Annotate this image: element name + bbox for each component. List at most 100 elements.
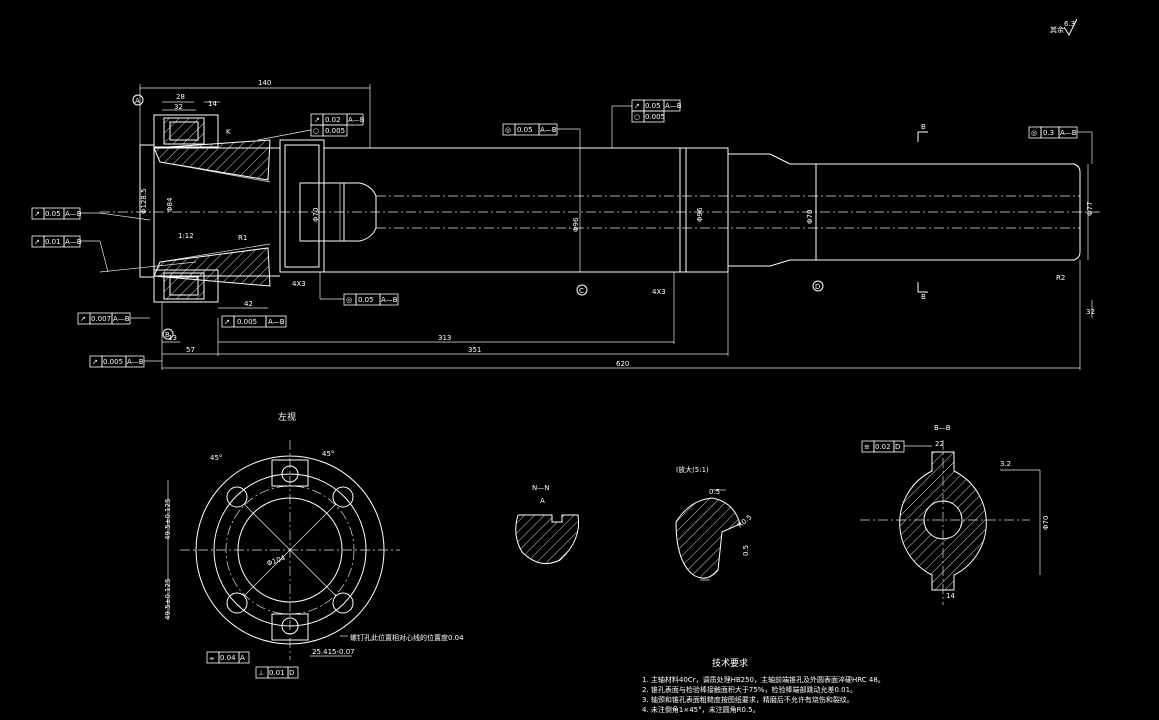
detail-dim-05b: 0.5 xyxy=(742,545,750,556)
left-view: 左视 45° 45° 49.5±0.125 49.5±0.125 Φ104 25… xyxy=(164,411,464,679)
svg-text:◎: ◎ xyxy=(1031,129,1037,137)
corner-note-value: 6.3 xyxy=(1064,20,1075,28)
dim-taper: 1:12 xyxy=(178,232,194,240)
svg-text:○: ○ xyxy=(313,127,319,135)
fcf7-value: 0.01 xyxy=(45,238,61,246)
tech-line-2: 2. 锥孔表面与检验棒接触面积大于75%，检验棒端部跳动允差0.01。 xyxy=(642,685,857,694)
dim-32-right: 32 xyxy=(1086,308,1095,316)
fcf10-value: 0.005 xyxy=(237,318,257,326)
dim-phi-end: Φ77 xyxy=(1086,202,1094,216)
corner-note-text: 其余 xyxy=(1050,25,1064,34)
fcf13-datum: D xyxy=(289,669,294,677)
dim-14: 14 xyxy=(208,100,217,108)
fcf6-value: 0.05 xyxy=(45,210,61,218)
bb-dim-phi: Φ70 xyxy=(1042,516,1050,530)
tolerance-frames: ↗ 0.02 A—B ○ 0.005 ◎ 0.05 A—B ↗ 0.05 A—B… xyxy=(31,99,1093,368)
detail-r05: R0.5 xyxy=(736,513,753,529)
fcf11-value: 0.05 xyxy=(358,296,374,304)
dim-phi-inner: Φ84 xyxy=(166,197,174,212)
marker-c: C xyxy=(579,287,584,295)
datum-b-marker: B xyxy=(165,331,170,339)
section-bb: B—B 22 14 3.2 Φ70 ≡ 0.02 D xyxy=(860,424,1050,605)
fcf1-datum: A—B xyxy=(348,116,365,124)
dim-r1: R1 xyxy=(238,234,247,242)
fcf14-value: 0.02 xyxy=(875,443,891,451)
bb-dim-32: 3.2 xyxy=(1000,460,1011,468)
fcf8-value: 0.007 xyxy=(91,315,111,323)
corner-roughness-note: 其余 6.3 xyxy=(1050,18,1078,37)
dim-25-415: 25.415-0.07 xyxy=(312,648,355,656)
detail-title: I放大(5:1) xyxy=(676,465,709,474)
detail-view: I放大(5:1) 0.5 0.5 R0.5 xyxy=(675,465,754,581)
svg-text:↗: ↗ xyxy=(92,358,98,366)
dim-phi-c: Φ96 xyxy=(696,207,704,222)
dim-313: 313 xyxy=(438,334,451,342)
dim-chamfer-r2: R2 xyxy=(1056,274,1065,282)
dim-phi-mid: Φ70 xyxy=(312,208,320,222)
section-nn-title: N—N xyxy=(532,484,549,492)
fcf1-value: 0.02 xyxy=(325,116,341,124)
taper-section-top xyxy=(153,139,271,181)
fcf11-datum: A—B xyxy=(381,296,398,304)
tech-title: 技术要求 xyxy=(712,657,748,669)
fcf9-value: 0.005 xyxy=(103,358,123,366)
fcf4-circularity: 0.005 xyxy=(645,113,665,121)
svg-text:⌯: ⌯ xyxy=(209,654,215,662)
detail-dim-05a: 0.5 xyxy=(709,488,720,496)
dim-140: 140 xyxy=(258,79,271,87)
label-k: K xyxy=(226,128,231,136)
svg-text:◎: ◎ xyxy=(505,126,511,134)
svg-text:↗: ↗ xyxy=(314,116,320,124)
bb-dim-14: 14 xyxy=(946,592,955,600)
fcf10-datum: A—B xyxy=(268,318,285,326)
fcf13-value: 0.01 xyxy=(269,669,285,677)
left-view-title: 左视 xyxy=(278,411,296,423)
bb-dim-22: 22 xyxy=(935,440,944,448)
technical-requirements: 技术要求 1. 主轴材料40Cr，调质处理HB250，主轴前端锥孔及外圆表面淬硬… xyxy=(642,657,885,714)
cut-mark-b-bottom: B xyxy=(921,293,926,301)
svg-text:≡: ≡ xyxy=(864,443,870,451)
angle-45-right: 45° xyxy=(322,450,334,458)
fcf7-datum: A—B xyxy=(65,238,82,246)
dim-32: 32 xyxy=(174,103,183,111)
angle-45-left: 45° xyxy=(210,454,222,462)
tech-line-1: 1. 主轴材料40Cr，调质处理HB250，主轴前端锥孔及外圆表面淬硬HRC 4… xyxy=(642,675,885,684)
tech-line-3: 3. 轴颈和锥孔表面粗糙度按图纸要求，精磨后不允许有烧伤和裂纹。 xyxy=(642,695,854,704)
svg-text:⊥: ⊥ xyxy=(258,669,264,677)
fcf14-datum: D xyxy=(895,443,900,451)
fcf4-value: 0.05 xyxy=(645,102,661,110)
svg-text:↗: ↗ xyxy=(34,210,40,218)
fcf2-value: 0.005 xyxy=(325,127,345,135)
svg-text:○: ○ xyxy=(634,113,640,121)
dim-4x3-a: 4X3 xyxy=(292,280,306,288)
section-bb-title: B—B xyxy=(934,424,951,432)
section-nn: N—N A xyxy=(515,484,580,565)
fcf6-datum: A—B xyxy=(65,210,82,218)
bolt-hole-note: 螺钉孔此位置相对心线的位置度0.04 xyxy=(350,633,464,642)
fcf5-value: 0.3 xyxy=(1043,129,1054,137)
svg-text:↗: ↗ xyxy=(34,238,40,246)
svg-text:↗: ↗ xyxy=(634,102,640,110)
dim-351: 351 xyxy=(468,346,481,354)
section-nn-label: A xyxy=(540,497,545,505)
dim-620: 620 xyxy=(616,360,629,368)
fcf9-datum: A—B xyxy=(127,358,144,366)
datum-a-marker: A xyxy=(135,97,140,105)
fcf5-datum: A—B xyxy=(1060,129,1077,137)
spindle-main-view: Φ128.5 Φ84 Φ70 Φ96 Φ96 Φ70 Φ77 C D A B B… xyxy=(100,79,1100,370)
dim-57: 57 xyxy=(186,346,195,354)
marker-d: D xyxy=(815,283,820,291)
dim-42: 42 xyxy=(244,300,253,308)
dim-phi-left: Φ128.5 xyxy=(140,188,148,214)
tech-line-4: 4. 未注倒角1×45°，未注圆角R0.5。 xyxy=(642,705,760,714)
dim-28: 28 xyxy=(176,93,185,101)
fcf3-datum: A—B xyxy=(540,126,557,134)
svg-text:◎: ◎ xyxy=(346,296,352,304)
dim-4x3-b: 4X3 xyxy=(652,288,666,296)
dim-pcd: Φ104 xyxy=(266,554,287,568)
fcf3-value: 0.05 xyxy=(517,126,533,134)
dim-phi-d: Φ70 xyxy=(806,210,814,224)
svg-text:↗: ↗ xyxy=(224,318,230,326)
fcf4-datum: A—B xyxy=(665,102,682,110)
